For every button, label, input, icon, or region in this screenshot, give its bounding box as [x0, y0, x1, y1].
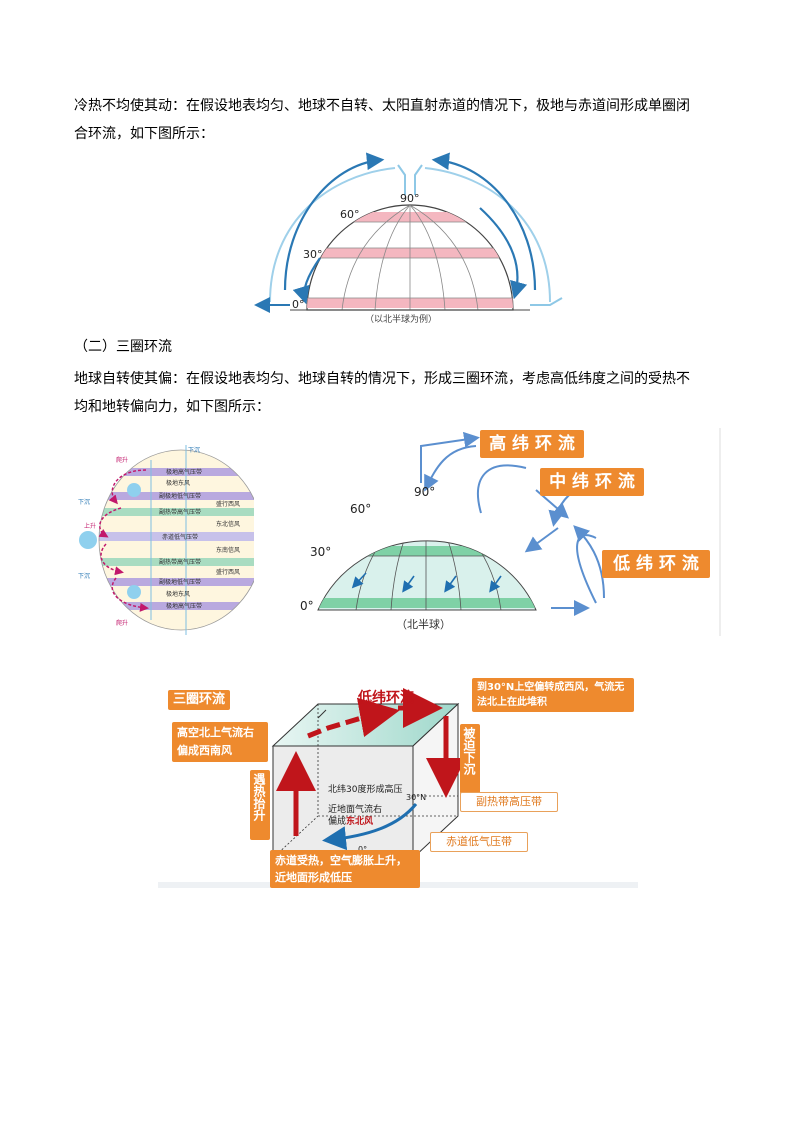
heat-rise-tag: 遇热抬升: [250, 770, 270, 840]
intro-paragraph: 冷热不均使其动：在假设地表均匀、地球不自转、太阳直射赤道的情况下，极地与赤道间形…: [74, 92, 722, 148]
sink-label: 下沉: [78, 498, 90, 506]
belt-label: 极地东风: [166, 479, 190, 487]
intro-line-2: 合环流，如下图所示：: [74, 126, 214, 142]
climb-label-2: 爬升: [116, 619, 128, 627]
figure2-caption: （北半球）: [396, 617, 451, 631]
lat-30-label: 30°: [303, 248, 323, 261]
subtropical-high-tag: 副热带高压带: [460, 792, 558, 812]
circulation-loops: [98, 469, 149, 612]
pressure-belts-figure: 极地高气压带 极地东风 副极地低气压带 盛行西风 副热带高气压带 东北信风 赤道…: [76, 440, 264, 640]
lat-30n-label: 30°N: [406, 793, 426, 802]
belt-label: 极地高气压带: [166, 468, 202, 476]
belt-label: 极地东风: [166, 590, 190, 598]
belt-label: 副热带高气压带: [159, 508, 201, 516]
sink-label-2: 下沉: [78, 572, 90, 580]
belt-label: 盛行西风: [216, 500, 240, 508]
upper-flow-tag: 高空北上气流右偏成西南风: [172, 722, 268, 762]
equator-heating-tag: 赤道受热，空气膨胀上升，近地面形成低压: [270, 850, 420, 888]
lat-0-label-2: 0°: [300, 599, 314, 613]
pressure-belts: [99, 468, 254, 610]
belt-label: 赤道低气压带: [162, 533, 198, 541]
forced-sink-tag: 被迫下沉: [460, 724, 480, 794]
belt-labels: 极地高气压带 极地东风 副极地低气压带 盛行西风 副热带高气压带 东北信风 赤道…: [159, 468, 240, 610]
belt-label: 副极地低气压带: [159, 492, 201, 500]
three-cell-line-1: 地球自转使其偏：在假设地表均匀、地球自转的情况下，形成三圈环流，考虑高低纬度之间…: [74, 371, 690, 387]
lat-60-label-2: 60°: [350, 502, 371, 516]
figure1-caption: （以北半球为例）: [365, 313, 437, 325]
inner-text-surface: 近地面气流右: [328, 803, 382, 815]
lat-60-label: 60°: [340, 208, 360, 221]
single-cell-figure: 90° 60° 30° 0° （以北半球为例）: [230, 150, 570, 328]
mid-lat-cell-tag: 中 纬 环 流: [540, 468, 644, 496]
high-lat-cell-tag: 高 纬 环 流: [480, 430, 584, 458]
low-lat-cell-tag: 低 纬 环 流: [602, 550, 710, 578]
three-cell-paragraph: 地球自转使其偏：在假设地表均匀、地球自转的情况下，形成三圈环流，考虑高低纬度之间…: [74, 365, 722, 421]
climb-label: 爬升: [116, 456, 128, 464]
three-cell-figure: 90° 60° 30° 0° （北半球） 高 纬 环 流 中 纬 环 流 低 纬…: [296, 428, 722, 638]
inner-text-prefix: 偏成: [328, 815, 346, 827]
rise-label: 上升: [84, 522, 96, 530]
belt-label: 东北信风: [216, 520, 240, 528]
lat-90-label-2: 90°: [414, 485, 435, 499]
intro-line-1: 冷热不均使其动：在假设地表均匀、地球不自转、太阳直射赤道的情况下，极地与赤道间形…: [74, 98, 690, 114]
three-cell-tag: 三圈环流: [168, 690, 230, 710]
section-heading: （二）三圈环流: [74, 339, 172, 355]
lat-0-label-3: 0°: [358, 845, 367, 854]
lat-90-label: 90°: [400, 192, 420, 205]
belt-label: 副热带高气压带: [159, 558, 201, 566]
low-cell-title: 低纬环流: [357, 689, 414, 706]
sink-label-3: 下沉: [188, 446, 200, 454]
belt-label: 盛行西风: [216, 568, 240, 576]
inner-text-ne-wind: 东北风: [346, 815, 373, 827]
thirty-deg-tag: 到30°N上空偏转成西风，气流无法北上在此堆积: [472, 678, 634, 712]
low-cell-box-figure: 北纬30度形成高压 近地面气流右 偏成 东北风 30°N 0° 低纬环流 三圈环…: [158, 676, 638, 888]
three-cell-line-2: 均和地转偏向力，如下图所示：: [74, 399, 270, 415]
inner-text-high: 北纬30度形成高压: [328, 783, 402, 795]
lat-0-label: 0°: [292, 298, 305, 311]
belt-label: 东南信风: [216, 546, 240, 554]
equatorial-low-tag: 赤道低气压带: [430, 832, 528, 852]
lat-30-label-2: 30°: [310, 545, 331, 559]
belt-label: 副极地低气压带: [159, 578, 201, 586]
belt-label: 极地高气压带: [166, 602, 202, 610]
